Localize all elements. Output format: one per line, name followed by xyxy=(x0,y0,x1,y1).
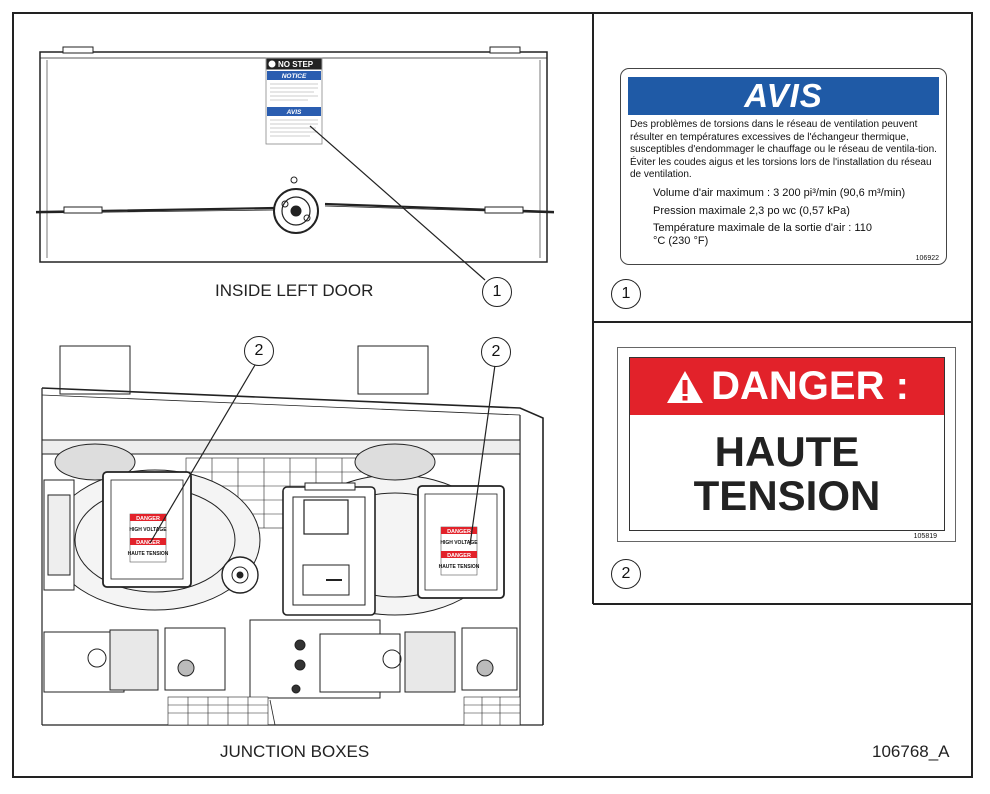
warning-triangle-icon xyxy=(667,370,704,403)
left-sticker-danger: DANGER xyxy=(136,516,160,522)
danger-label: DANGER : HAUTE TENSION 105819 xyxy=(617,347,956,542)
callout-2-panel: 2 xyxy=(611,559,641,589)
leader-line-2-left xyxy=(149,364,256,544)
door-drawing xyxy=(35,46,555,263)
avis-part-number: 106922 xyxy=(915,255,939,262)
danger-header: DANGER : xyxy=(630,358,944,415)
door-caption: INSIDE LEFT DOOR xyxy=(215,281,374,300)
notice-text: NOTICE xyxy=(282,73,307,80)
left-sticker-haute-tension: HAUTE TENSION xyxy=(128,551,169,557)
avis-spec-temperature: Température maximale de la sortie d'air … xyxy=(653,222,872,247)
danger-message: HAUTE TENSION xyxy=(630,430,944,518)
outer-frame xyxy=(12,12,973,778)
right-sticker-danger-fr: DANGER xyxy=(447,553,471,559)
avis-title: AVIS xyxy=(628,77,939,115)
junction-drawing xyxy=(41,345,544,726)
vent-divider xyxy=(269,699,276,726)
callout-1-door: 1 xyxy=(482,277,512,307)
avis-body-text: Des problèmes de torsions dans le réseau… xyxy=(630,119,937,181)
danger-line-tension: TENSION xyxy=(693,472,881,519)
callout-2-right: 2 xyxy=(481,337,511,367)
right-sticker-haute-tension: HAUTE TENSION xyxy=(439,564,480,570)
leader-line-2-right xyxy=(469,364,496,546)
leader-line-1 xyxy=(309,125,486,281)
document-number: 106768_A xyxy=(872,742,950,761)
danger-part-number: 105819 xyxy=(913,533,937,540)
callout-1-panel: 1 xyxy=(611,279,641,309)
avis-spec-airflow: Volume d'air maximum : 3 200 pi³/min (90… xyxy=(653,187,906,199)
left-sticker-high-voltage: HIGH VOLTAGE xyxy=(129,527,167,533)
junction-caption: JUNCTION BOXES xyxy=(220,742,370,761)
danger-title: DANGER : xyxy=(711,364,909,408)
avis-spec-pressure: Pression maximale 2,3 po wc (0,57 kPa) xyxy=(653,205,850,217)
avis-small-text: AVIS xyxy=(286,109,302,116)
right-sticker-high-voltage: HIGH VOLTAGE xyxy=(440,540,478,546)
left-sticker-danger-fr: DANGER xyxy=(136,540,160,546)
avis-label: AVIS Des problèmes de torsions dans le r… xyxy=(620,68,947,265)
callout-2-left: 2 xyxy=(244,336,274,366)
danger-line-haute: HAUTE xyxy=(714,428,860,475)
no-step-text: NO STEP xyxy=(278,60,314,69)
right-sticker-danger: DANGER xyxy=(447,529,471,535)
